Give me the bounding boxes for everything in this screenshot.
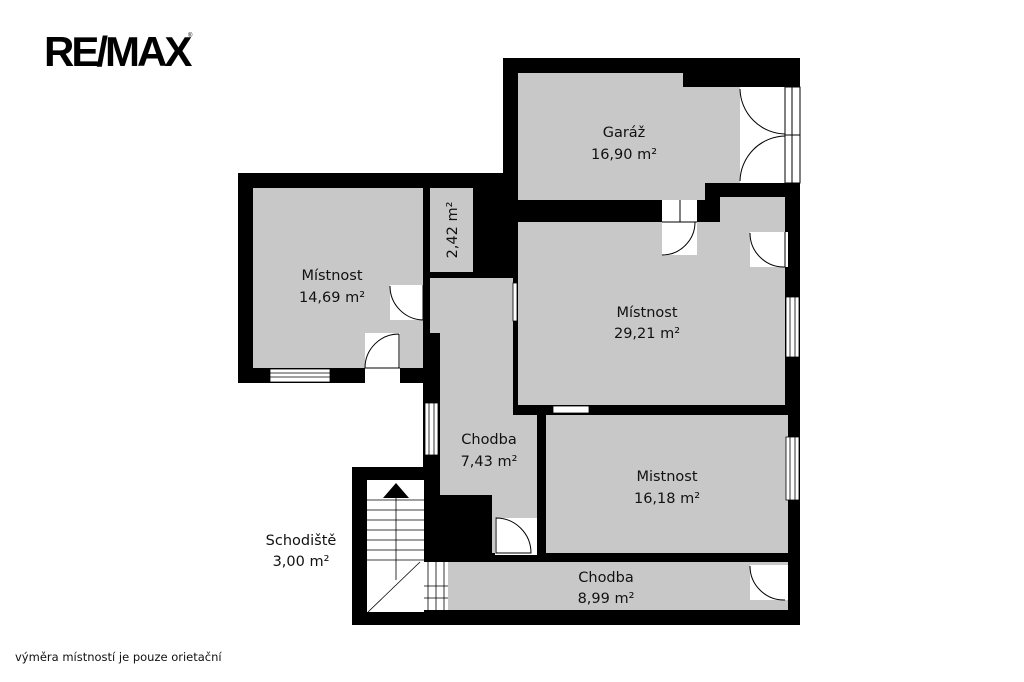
garage-door-icon xyxy=(739,86,801,184)
window-icon xyxy=(785,436,800,501)
svg-text:Schodiště: Schodiště xyxy=(266,533,337,549)
door-icon xyxy=(661,200,697,256)
window-icon xyxy=(512,282,518,322)
label-mistnost-right: Mistnost 16,18 m² xyxy=(634,469,700,507)
door-icon xyxy=(749,565,788,601)
svg-text:Místnost: Místnost xyxy=(301,268,362,284)
svg-text:Mistnost: Mistnost xyxy=(636,469,697,485)
svg-text:8,99 m²: 8,99 m² xyxy=(578,591,635,607)
registered-mark-icon: ® xyxy=(188,33,193,39)
label-mistnost-big: Místnost 29,21 m² xyxy=(614,305,680,342)
label-chodba-1: Chodba 7,43 m² xyxy=(461,432,518,470)
window-icon xyxy=(785,296,800,358)
svg-text:16,90 m²: 16,90 m² xyxy=(591,147,657,163)
svg-text:Garáž: Garáž xyxy=(603,125,646,141)
room-mistnost-big xyxy=(518,197,785,405)
label-closet: 2,42 m² xyxy=(445,202,461,259)
window-icon xyxy=(552,405,590,414)
door-icon xyxy=(364,333,400,383)
label-mistnost-left: Místnost 14,69 m² xyxy=(299,268,365,306)
svg-text:Místnost: Místnost xyxy=(616,305,677,321)
svg-text:3,00 m²: 3,00 m² xyxy=(273,554,330,570)
door-icon xyxy=(749,232,788,268)
staircase xyxy=(367,480,448,613)
label-garaz: Garáž 16,90 m² xyxy=(591,125,657,163)
room-garaz xyxy=(518,73,740,200)
svg-text:Chodba: Chodba xyxy=(578,570,633,586)
room-chodba-1 xyxy=(430,278,537,553)
door-icon xyxy=(495,517,537,555)
room-closet xyxy=(430,188,473,272)
svg-text:7,43 m²: 7,43 m² xyxy=(461,454,518,470)
svg-text:Chodba: Chodba xyxy=(461,432,516,448)
remax-logo: RE/MAX xyxy=(44,28,192,75)
window-icon xyxy=(269,368,331,383)
door-icon xyxy=(389,285,424,321)
label-chodba-2: Chodba 8,99 m² xyxy=(578,570,635,607)
svg-text:14,69 m²: 14,69 m² xyxy=(299,290,365,306)
svg-text:16,18 m²: 16,18 m² xyxy=(634,491,700,507)
label-schodiste: Schodiště 3,00 m² xyxy=(266,533,337,570)
room-mistnost-right xyxy=(546,415,788,553)
window-icon xyxy=(424,402,439,456)
svg-text:29,21 m²: 29,21 m² xyxy=(614,326,680,342)
room-chodba-2 xyxy=(448,562,788,610)
stair-arrow-icon xyxy=(383,483,409,498)
footer-note: výměra místností je pouze orietační xyxy=(15,650,222,664)
